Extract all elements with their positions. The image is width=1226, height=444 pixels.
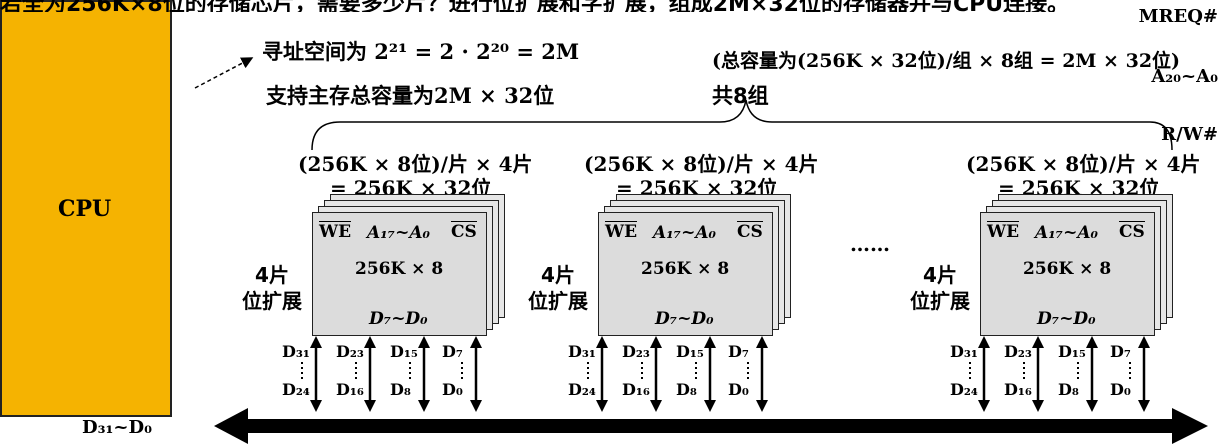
data-line-arrowhead-up: [756, 336, 768, 348]
group-count: 共8组: [712, 84, 769, 108]
bit-extension-text: 位扩展: [910, 289, 970, 313]
chip-data-pins: D₇~D₀: [1037, 309, 1096, 329]
bit-extension-count: 4片: [541, 263, 575, 287]
data-line-arrowhead-down: [470, 400, 482, 412]
data-line-bottom-label: D₀: [442, 380, 463, 399]
chip-capacity: 256K × 8: [641, 259, 730, 279]
memory-chip-front: WE A₁₇~A₀ CS 256K × 8 D₇~D₀: [312, 212, 487, 336]
chip-cs-pin: CS: [451, 221, 477, 242]
address-space-text: 寻址空间为 2²¹ = 2 · 2²⁰ = 2M: [262, 39, 580, 64]
bit-extension-label: 4片位扩展: [910, 262, 970, 314]
page-header: 若全为256K×8位的存储芯片，需要多少片？进行位扩展和字扩展，组成2M×32位…: [0, 0, 1226, 12]
data-line-top-label: D₃₁: [568, 342, 596, 361]
data-line-arrowhead-down: [1138, 400, 1150, 412]
data-line-top-label: D₃₁: [950, 342, 978, 361]
data-line-top-label: D₇: [1110, 342, 1131, 361]
cpu-signal-address: A₂₀~A₀: [1151, 66, 1218, 87]
data-line-arrowhead-up: [310, 336, 322, 348]
data-line-bottom-label: D₈: [676, 380, 697, 399]
data-line-arrowhead-down: [364, 400, 376, 412]
bit-extension-label: 4片位扩展: [528, 262, 588, 314]
bit-extension-label: 4片位扩展: [242, 262, 302, 314]
data-line-top-label: D₂₃: [1004, 342, 1032, 361]
chip-capacity: 256K × 8: [355, 259, 444, 279]
data-line-top-label: D₃₁: [282, 342, 310, 361]
data-line-arrowhead-up: [650, 336, 662, 348]
chip-address-pins: A₁₇~A₀: [367, 223, 430, 243]
bit-extension-count: 4片: [923, 263, 957, 287]
data-line-bottom-label: D₀: [1110, 380, 1131, 399]
data-line-bottom-label: D₁₆: [336, 380, 364, 399]
chip-capacity: 256K × 8: [1023, 259, 1112, 279]
data-line-arrowhead-up: [470, 336, 482, 348]
chip-data-pins: D₇~D₀: [655, 309, 714, 329]
data-line-arrowhead-up: [1086, 336, 1098, 348]
data-line-arrowhead-up: [704, 336, 716, 348]
memory-chip-front: WE A₁₇~A₀ CS 256K × 8 D₇~D₀: [598, 212, 773, 336]
data-line-bottom-label: D₁₆: [622, 380, 650, 399]
data-line-arrowhead-up: [596, 336, 608, 348]
data-bus-right-arrowhead: [1172, 408, 1208, 444]
chip-we-pin: WE: [605, 221, 638, 242]
data-line-top-label: D₁₅: [1058, 342, 1086, 361]
group-label-line1: (256K × 8位)/片 × 4片: [298, 152, 533, 176]
data-line-arrowhead-down: [596, 400, 608, 412]
data-line-arrowhead-down: [704, 400, 716, 412]
group-label-line1: (256K × 8位)/片 × 4片: [966, 152, 1201, 176]
chip-cs-pin: CS: [1119, 221, 1145, 242]
cpu-signal-mreq: MREQ#: [1138, 6, 1218, 27]
ellipsis: ……: [850, 232, 890, 256]
bit-extension-text: 位扩展: [528, 289, 588, 313]
data-line-bottom-label: D₂₄: [568, 380, 596, 399]
data-line-arrowhead-down: [310, 400, 322, 412]
data-line-top-label: D₂₃: [622, 342, 650, 361]
data-line-arrowhead-up: [1138, 336, 1150, 348]
data-line-bottom-label: D₀: [728, 380, 749, 399]
bit-extension-count: 4片: [255, 263, 289, 287]
data-line-arrowhead-down: [978, 400, 990, 412]
group-label-line1: (256K × 8位)/片 × 4片: [584, 152, 819, 176]
data-line-top-label: D₇: [442, 342, 463, 361]
bit-extension-text: 位扩展: [242, 289, 302, 313]
chip-we-pin: WE: [319, 221, 352, 242]
data-line-top-label: D₂₃: [336, 342, 364, 361]
data-line-arrowhead-up: [364, 336, 376, 348]
data-bus-left-arrowhead: [214, 408, 248, 444]
chip-we-pin: WE: [987, 221, 1020, 242]
data-line-bottom-label: D₁₆: [1004, 380, 1032, 399]
group-brace: [311, 99, 1173, 151]
data-line-top-label: D₁₅: [676, 342, 704, 361]
data-line-bottom-label: D₂₄: [950, 380, 978, 399]
data-line-arrowhead-down: [1086, 400, 1098, 412]
data-line-arrowhead-up: [418, 336, 430, 348]
data-line-arrowhead-down: [1032, 400, 1044, 412]
cpu-data-bus-label: D₃₁~D₀: [82, 417, 152, 438]
chip-address-pins: A₁₇~A₀: [1035, 223, 1098, 243]
cpu-signal-rw: R/W#: [1161, 124, 1218, 145]
data-line-arrowhead-down: [756, 400, 768, 412]
data-line-arrowhead-up: [978, 336, 990, 348]
data-line-arrowhead-down: [418, 400, 430, 412]
data-line-bottom-label: D₈: [390, 380, 411, 399]
capacity-text: 支持主存总容量为2M × 32位: [266, 83, 555, 108]
total-formula: (总容量为(256K × 32位)/组 × 8组 = 2M × 32位): [712, 50, 1181, 72]
chip-data-pins: D₇~D₀: [369, 309, 428, 329]
data-line-top-label: D₁₅: [390, 342, 418, 361]
data-line-top-label: D₇: [728, 342, 749, 361]
chip-cs-pin: CS: [737, 221, 763, 242]
chip-address-pins: A₁₇~A₀: [653, 223, 716, 243]
data-line-bottom-label: D₂₄: [282, 380, 310, 399]
dashed-pointer-arrow: [194, 57, 254, 89]
data-line-arrowhead-down: [650, 400, 662, 412]
cpu-label: CPU: [58, 196, 112, 222]
data-line-bottom-label: D₈: [1058, 380, 1079, 399]
data-line-arrowhead-up: [1032, 336, 1044, 348]
memory-chip-front: WE A₁₇~A₀ CS 256K × 8 D₇~D₀: [980, 212, 1155, 336]
